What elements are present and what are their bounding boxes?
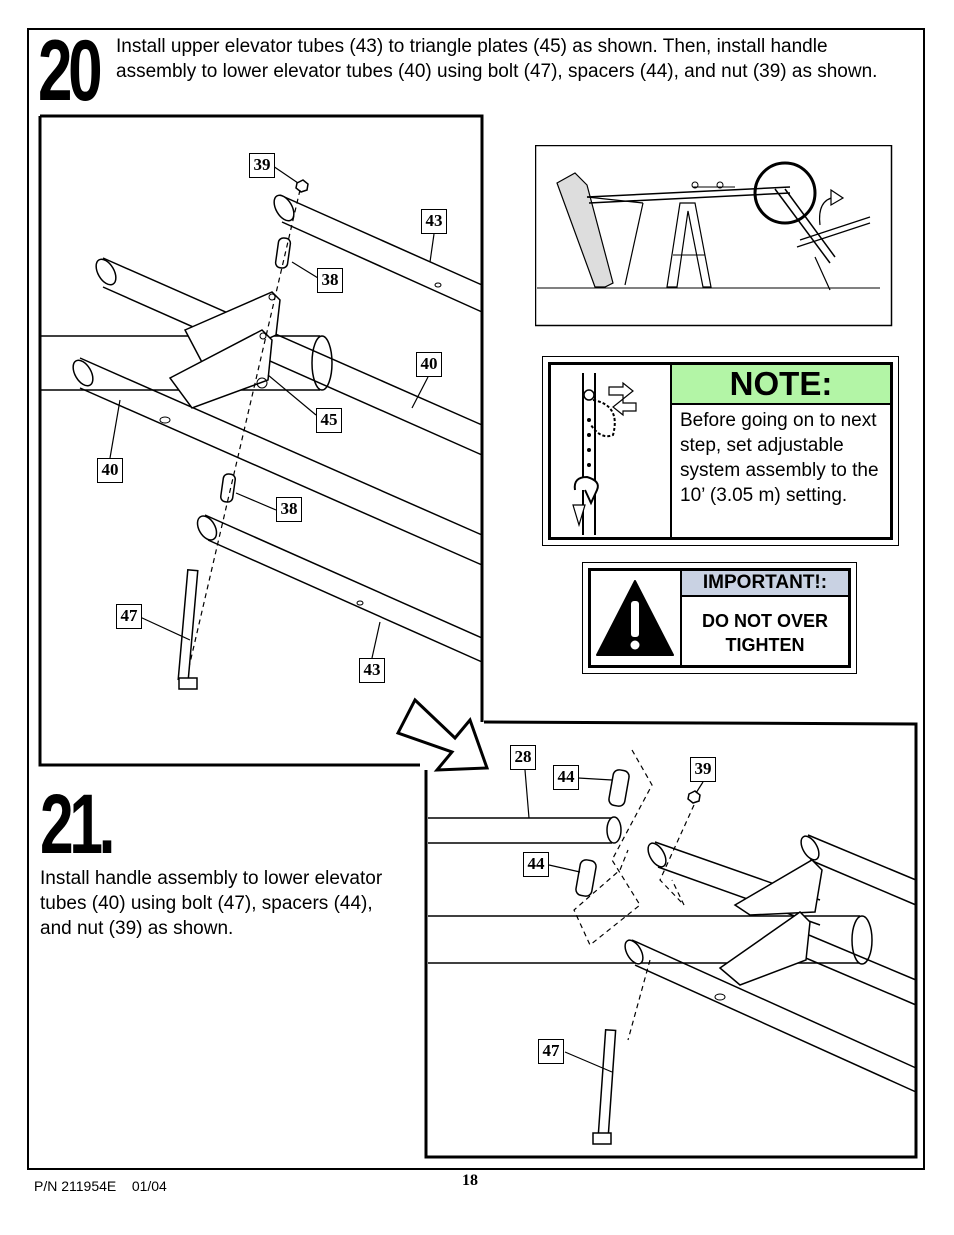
callout-43: 43 — [421, 209, 447, 234]
warning-icon — [596, 580, 674, 656]
overview-inset — [535, 145, 893, 327]
callout-40: 40 — [416, 352, 442, 377]
callout-45: 45 — [316, 408, 342, 433]
callout-44: 44 — [553, 765, 579, 790]
important-box: IMPORTANT!: DO NOT OVER TIGHTEN — [582, 562, 857, 674]
callout-40: 40 — [97, 458, 123, 483]
page-number: 18 — [462, 1172, 478, 1189]
note-box: NOTE: Before going on to next step, set … — [542, 356, 899, 546]
callout-38: 38 — [276, 497, 302, 522]
callout-43: 43 — [359, 658, 385, 683]
callout-39: 39 — [690, 757, 716, 782]
callout-39: 39 — [249, 153, 275, 178]
step-20-number: 20 — [38, 23, 103, 119]
callout-47: 47 — [116, 604, 142, 629]
footer-part-info: P/N 211954E 01/04 — [34, 1178, 167, 1194]
step-21-instruction: Install handle assembly to lower elevato… — [40, 868, 383, 939]
callout-38: 38 — [317, 268, 343, 293]
page-frame — [27, 28, 925, 1170]
important-heading: IMPORTANT!: — [680, 571, 848, 597]
tube-43-upper — [273, 194, 483, 313]
callout-47: 47 — [538, 1039, 564, 1064]
step-20-instruction: Install upper elevator tubes (43) to tri… — [116, 36, 878, 82]
adjuster-pin-icon — [572, 373, 637, 535]
print-date: 01/04 — [131, 1178, 167, 1194]
note-text: Before going on to next step, set adjust… — [670, 405, 890, 537]
part-number: P/N 211954E — [34, 1178, 117, 1194]
callout-44: 44 — [523, 852, 549, 877]
step-21-number: 21. — [40, 777, 115, 871]
important-text: DO NOT OVER TIGHTEN — [680, 597, 848, 665]
callout-28: 28 — [510, 745, 536, 770]
note-heading: NOTE: — [670, 365, 890, 405]
